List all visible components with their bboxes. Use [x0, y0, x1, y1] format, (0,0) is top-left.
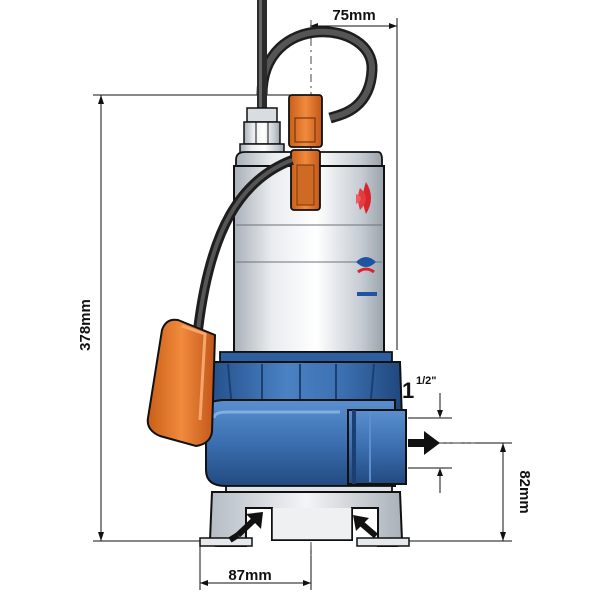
- dim-base-width: 87mm: [228, 567, 271, 584]
- dim-height: 378mm: [77, 299, 94, 351]
- inlet-arrow-right: [353, 515, 378, 539]
- inlet-arrow: [228, 512, 263, 543]
- dimension-lines: [93, 18, 512, 590]
- float-switch: [146, 318, 217, 448]
- outlet-arrow: [408, 431, 440, 455]
- float-clip: [288, 94, 323, 211]
- pump-base: [199, 485, 410, 547]
- dim-outlet-size-whole: 1: [402, 378, 414, 403]
- brand-logo: [356, 182, 377, 296]
- dim-top-offset: 75mm: [332, 7, 375, 24]
- dim-outlet-size-fraction: 1/2": [416, 375, 437, 387]
- cable-gland: [239, 107, 285, 155]
- dim-outlet-height: 82mm: [516, 470, 533, 513]
- outlet-pipe: [347, 409, 407, 485]
